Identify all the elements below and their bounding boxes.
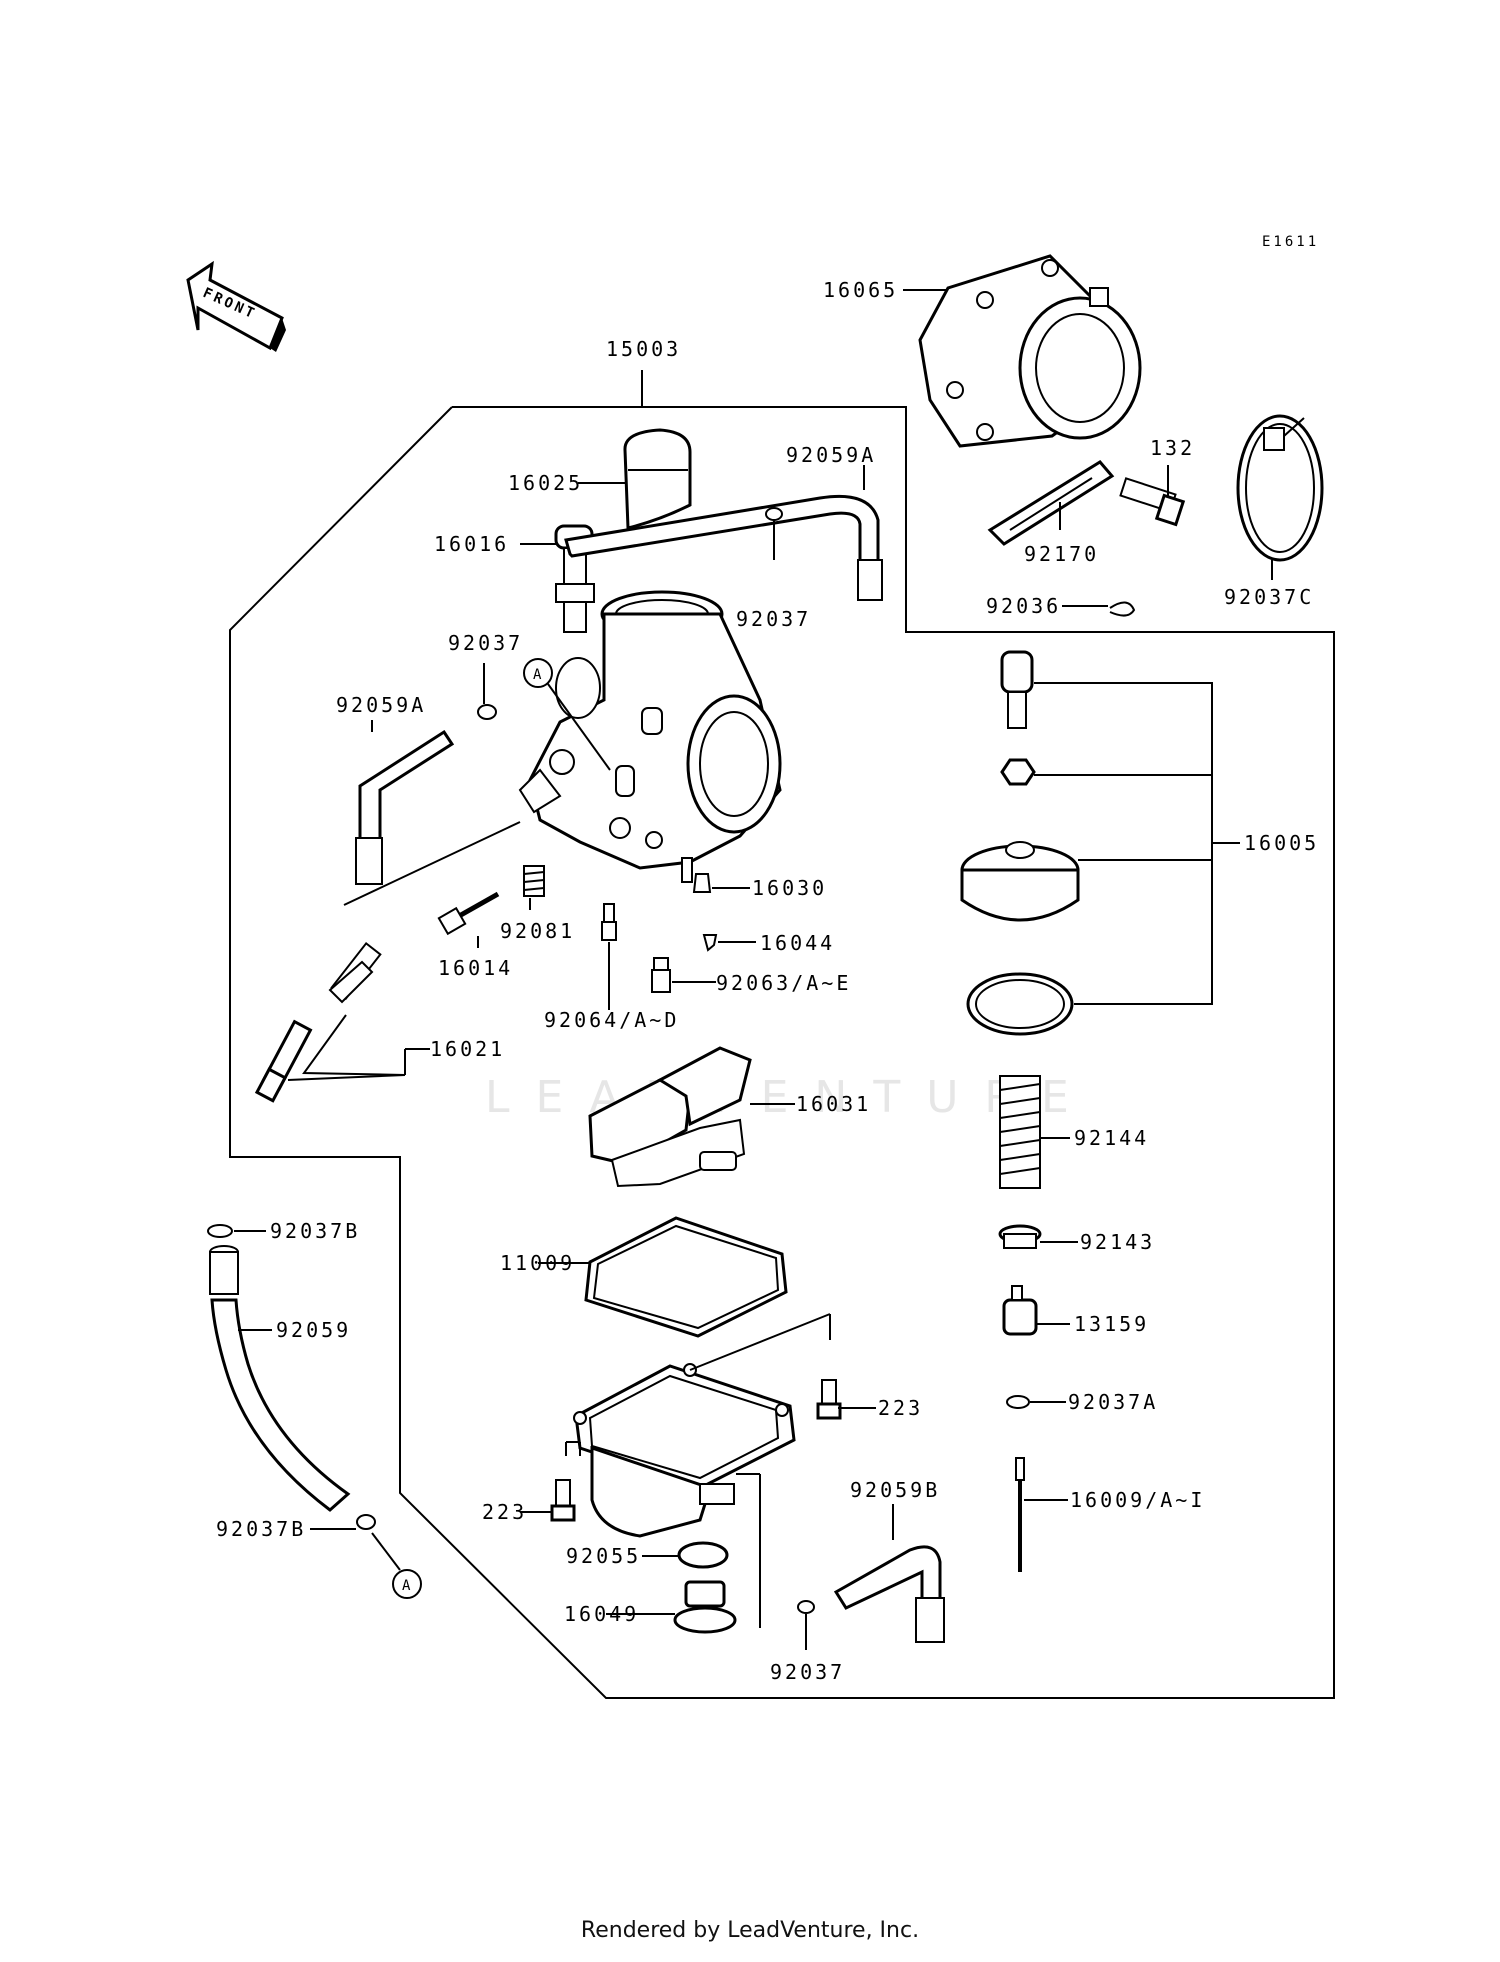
intake-manifold xyxy=(918,254,1142,448)
footer-credit: Rendered by LeadVenture, Inc. xyxy=(580,1918,920,1943)
nut xyxy=(1000,758,1036,786)
label-16014: 16014 xyxy=(438,956,513,980)
part-92143 xyxy=(998,1224,1042,1249)
clamp-band-92037C xyxy=(1236,414,1324,562)
label-92059A-left: 92059A xyxy=(336,693,426,717)
label-92144: 92144 xyxy=(1074,1126,1149,1150)
label-92081: 92081 xyxy=(500,919,575,943)
label-92063: 92063/A~E xyxy=(716,971,851,995)
label-16009: 16009/A~I xyxy=(1070,1488,1205,1512)
clip-92037-left xyxy=(477,704,497,720)
diagram-code: E1611 xyxy=(1262,234,1319,250)
clip-92036 xyxy=(1109,601,1136,617)
plate-92170 xyxy=(987,460,1115,546)
part-13159 xyxy=(1002,1285,1038,1336)
label-16065: 16065 xyxy=(823,278,898,302)
label-92143: 92143 xyxy=(1080,1230,1155,1254)
label-11009: 11009 xyxy=(500,1251,575,1275)
screw-16021 xyxy=(254,941,382,1103)
carburetor-body xyxy=(518,590,782,883)
spring-92144 xyxy=(999,1075,1041,1189)
ref-circle-top: A xyxy=(523,658,553,688)
label-16044: 16044 xyxy=(760,931,835,955)
ref-circle-bottom: A xyxy=(392,1569,422,1599)
label-92037A: 92037A xyxy=(1068,1390,1158,1414)
watermark: LEADVENTURE xyxy=(485,1072,1095,1123)
label-92037B-top: 92037B xyxy=(270,1219,360,1243)
screw-16014 xyxy=(437,891,500,936)
screw-223-right xyxy=(816,1379,842,1420)
label-92037-top: 92037 xyxy=(736,607,811,631)
label-92059A-top: 92059A xyxy=(786,443,876,467)
label-16025: 16025 xyxy=(508,471,583,495)
float-16031 xyxy=(588,1046,752,1188)
label-92037B-bottom: 92037B xyxy=(216,1517,306,1541)
needle-16009 xyxy=(1015,1457,1025,1572)
label-223-left: 223 xyxy=(482,1500,527,1524)
label-92037-left: 92037 xyxy=(448,631,523,655)
svg-text:A: A xyxy=(402,1578,413,1594)
throttle-slide-16025 xyxy=(623,428,692,530)
spring-92081 xyxy=(523,865,545,897)
jet-16030 xyxy=(692,873,712,893)
float-bowl xyxy=(573,1363,796,1538)
o-ring-92055 xyxy=(677,1541,729,1569)
assembly-boundary xyxy=(229,406,1335,1699)
clip-92037A xyxy=(1006,1395,1030,1409)
hose-92059B xyxy=(833,1545,942,1610)
label-132: 132 xyxy=(1150,436,1195,460)
hose-92059 xyxy=(209,1245,351,1512)
label-15003: 15003 xyxy=(606,337,681,361)
label-92055: 92055 xyxy=(566,1544,641,1568)
screw-223-left xyxy=(550,1479,576,1522)
gasket-11009 xyxy=(584,1216,788,1338)
label-92036: 92036 xyxy=(986,594,1061,618)
label-16031: 16031 xyxy=(796,1092,871,1116)
label-92059: 92059 xyxy=(276,1318,351,1342)
label-16016: 16016 xyxy=(434,532,509,556)
label-16049: 16049 xyxy=(564,1602,639,1626)
front-arrow-icon: FRONT xyxy=(186,260,286,352)
clip-92037B-top xyxy=(207,1224,233,1238)
label-16005: 16005 xyxy=(1244,831,1319,855)
label-92037-bottom: 92037 xyxy=(770,1660,845,1684)
drain-plug-16049 xyxy=(673,1580,737,1634)
label-16030: 16030 xyxy=(752,876,827,900)
label-92059B: 92059B xyxy=(850,1478,940,1502)
label-16021: 16021 xyxy=(430,1037,505,1061)
clip-92037B-bottom xyxy=(356,1514,376,1530)
label-92037C: 92037C xyxy=(1224,585,1314,609)
label-13159: 13159 xyxy=(1074,1312,1149,1336)
clip-92037-top xyxy=(765,507,783,521)
carb-top-cap xyxy=(960,841,1080,922)
hose-92059A-left xyxy=(358,729,455,842)
clip-16044 xyxy=(702,934,718,952)
adjuster-screw xyxy=(1000,650,1034,729)
label-223-right: 223 xyxy=(878,1396,923,1420)
bolt-132 xyxy=(1119,477,1186,527)
label-92170: 92170 xyxy=(1024,542,1099,566)
label-92064: 92064/A~D xyxy=(544,1008,679,1032)
jet-92064 xyxy=(601,903,617,941)
svg-text:A: A xyxy=(533,667,544,683)
hose-92059A-top xyxy=(564,494,880,570)
clip-92037-bottom xyxy=(797,1600,815,1614)
jet-92063 xyxy=(651,957,671,993)
